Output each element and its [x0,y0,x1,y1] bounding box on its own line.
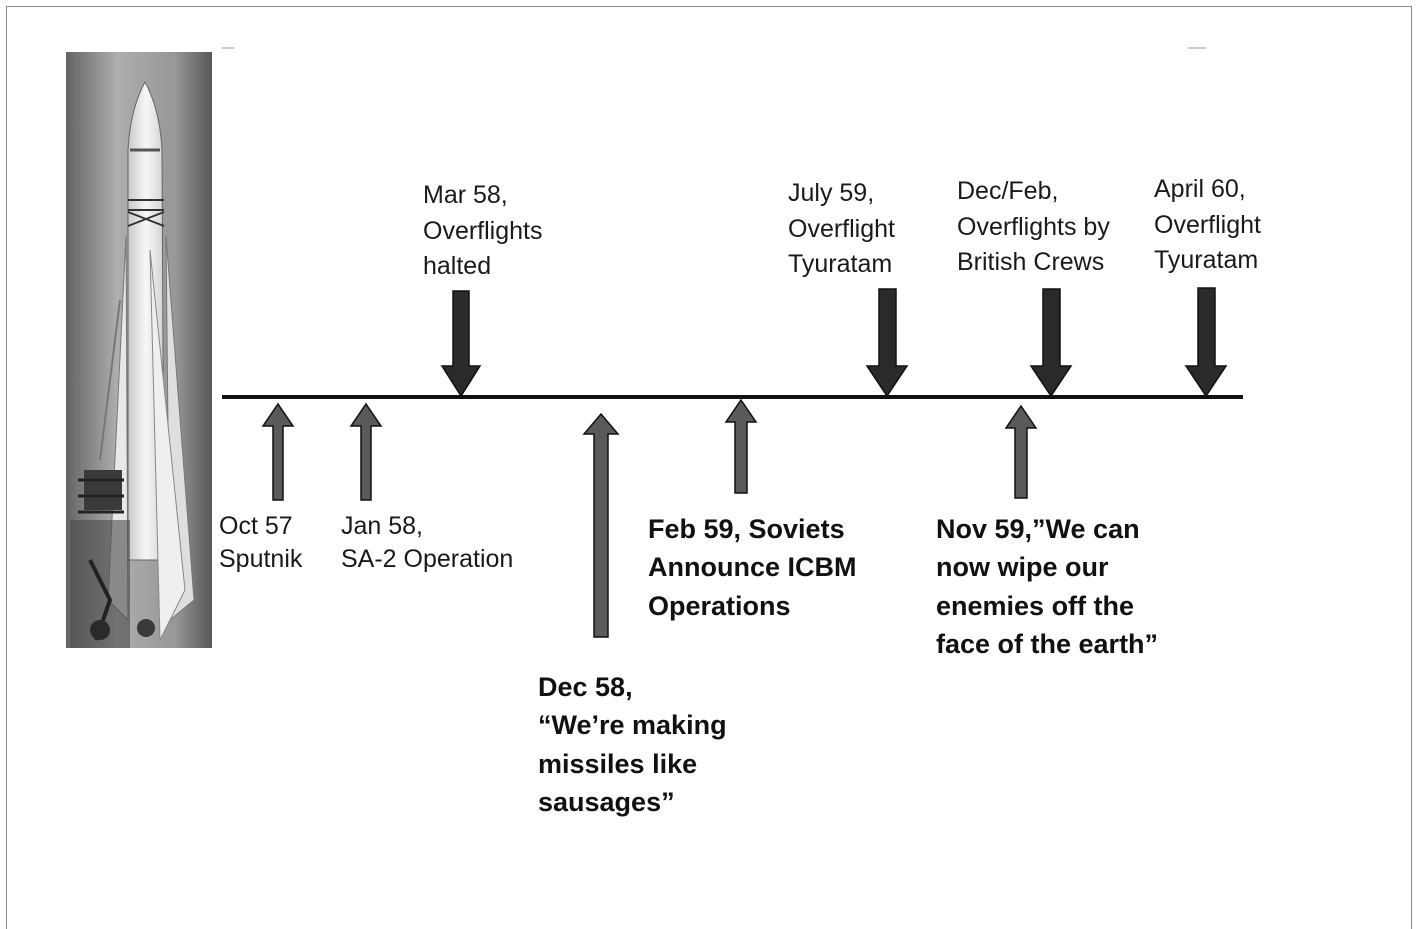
arrow-up-oct57 [261,402,295,501]
arrow-up-feb59 [724,398,758,494]
label-nov59: Nov 59,”We can now wipe our enemies off … [936,514,1159,659]
label-mar58: Mar 58, Overflights halted [423,181,543,280]
label-apr60: April 60, Overflight Tyuratam [1154,175,1261,274]
arrow-down-decfeb [1029,288,1073,398]
label-dec58: Dec 58, “We’re making missiles like saus… [538,672,727,817]
slide-frame [6,6,1412,929]
label-jul59: July 59, Overflight Tyuratam [788,179,895,278]
arrow-down-jul59 [865,288,909,398]
label-oct57: Oct 57 Sputnik [219,512,303,573]
arrow-up-jan58 [349,402,383,501]
arrow-down-mar58 [440,290,482,398]
label-jan58: Jan 58, SA-2 Operation [341,512,514,573]
rocket-photo [66,52,212,648]
arrow-up-nov59 [1004,404,1038,499]
arrow-down-apr60 [1184,287,1228,398]
arrow-up-dec58 [582,412,620,638]
label-decfeb: Dec/Feb, Overflights by British Crews [957,177,1110,276]
label-feb59: Feb 59, Soviets Announce ICBM Operations [648,514,857,621]
